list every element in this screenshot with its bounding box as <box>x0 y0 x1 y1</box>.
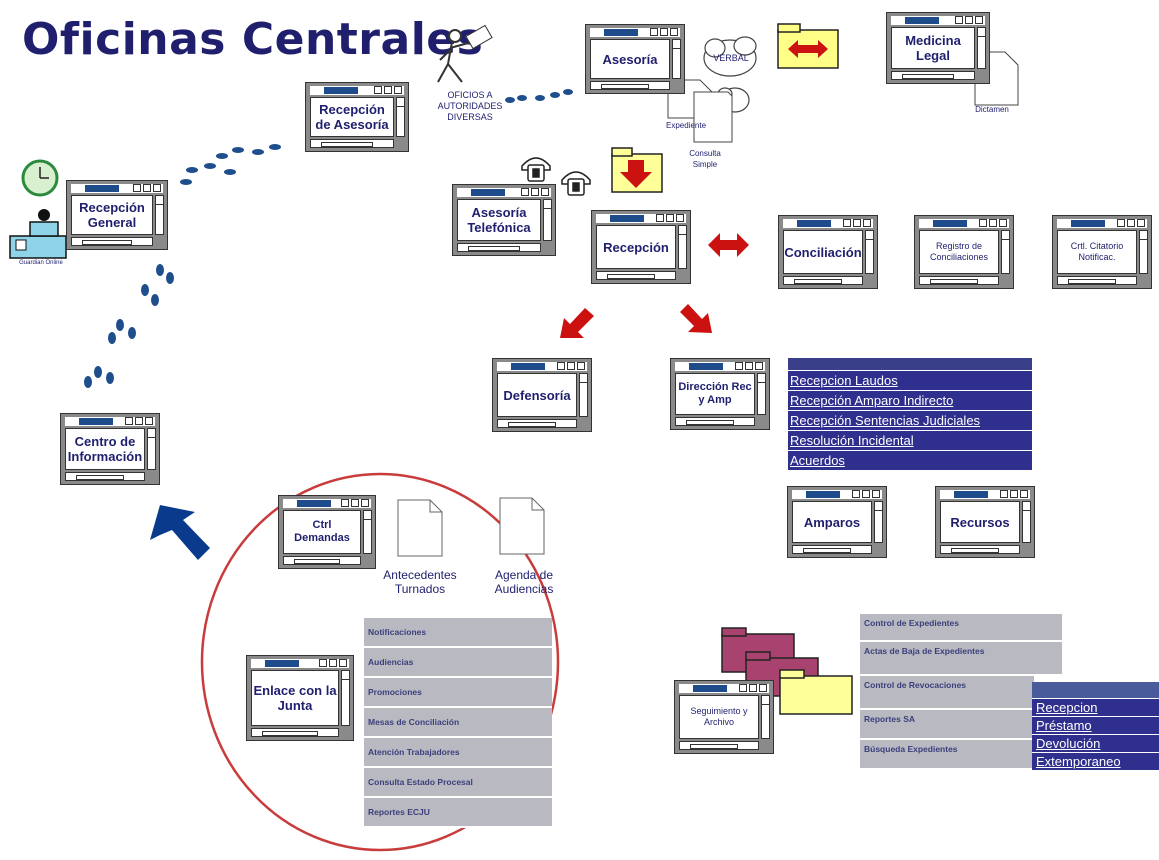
page-title: Oficinas Centrales <box>22 14 484 65</box>
window-conciliacion[interactable]: Conciliación <box>778 215 878 289</box>
window-label: Recepción <box>603 239 669 255</box>
window-label: Registro de Conciliaciones <box>929 241 989 262</box>
window-label: Ctrl Demandas <box>294 519 350 544</box>
red-arrow-icon <box>560 308 594 338</box>
menu-item[interactable]: Extemporaneo <box>1032 752 1159 770</box>
window-medicina-legal[interactable]: Medicina Legal <box>886 12 990 84</box>
window-defensoria[interactable]: Defensoría <box>492 358 592 432</box>
menu-item[interactable]: Devolución <box>1032 734 1159 752</box>
menu-item[interactable]: Reportes ECJU <box>364 798 552 828</box>
window-recepcion[interactable]: Recepción <box>591 210 691 284</box>
window-label: Recepción de Asesoría <box>315 102 389 132</box>
window-label: Defensoría <box>503 387 571 403</box>
red-arrow-icon <box>680 304 712 333</box>
folder-exchange-icon <box>777 23 839 69</box>
menu-item[interactable]: Promociones <box>364 678 552 708</box>
clock-icon <box>21 159 59 197</box>
window-label: Asesoría <box>602 51 658 67</box>
revocaciones-menu: Recepcion Préstamo Devolución Extemporan… <box>1032 682 1159 770</box>
walking-person-icon <box>437 29 473 83</box>
blue-arrow-icon <box>150 505 210 560</box>
window-direccion[interactable]: Dirección Rec y Amp <box>670 358 770 430</box>
dictamen-label: Dictamen <box>975 105 1009 114</box>
window-ctrl-citatorio[interactable]: Crtl. Citatorio Notificac. <box>1052 215 1152 289</box>
window-label: Crtl. Citatorio Notificac. <box>1070 241 1124 262</box>
window-ctrl-demandas[interactable]: Ctrl Demandas <box>278 495 376 569</box>
menu-item[interactable]: Recepcion <box>1032 698 1159 716</box>
double-arrow-icon <box>708 233 749 257</box>
menu-item[interactable]: Control de Expedientes <box>860 614 1062 642</box>
window-label: Conciliación <box>784 244 862 260</box>
window-recursos[interactable]: Recursos <box>935 486 1035 558</box>
window-label: Recursos <box>950 514 1010 530</box>
menu-item[interactable]: Recepción Amparo Indirecto <box>788 391 1032 411</box>
window-enlace-junta[interactable]: Enlace con la Junta <box>246 655 354 741</box>
window-label: Medicina Legal <box>905 33 961 63</box>
menu-item[interactable]: Búsqueda Expedientes <box>860 740 1034 770</box>
footprints-path <box>84 89 573 388</box>
window-centro-informacion[interactable]: Centro de Información <box>60 413 160 485</box>
menu-item[interactable]: Audiencias <box>364 648 552 678</box>
agenda-label: Agenda de Audiencias <box>494 568 554 596</box>
guard-label: Guardian Online <box>19 260 63 266</box>
consulta-simple-label: Consulta Simple <box>689 149 721 169</box>
window-label: Centro de Información <box>67 434 143 464</box>
phone-icon <box>561 171 591 196</box>
window-label: Enlace con la Junta <box>253 683 337 713</box>
menu-item[interactable]: Notificaciones <box>364 618 552 648</box>
menu-item[interactable]: Recepcion Laudos <box>788 371 1032 391</box>
window-amparos[interactable]: Amparos <box>787 486 887 558</box>
oficios-label: OFICIOS A AUTORIDADES DIVERSAS <box>437 90 503 122</box>
menu-item[interactable]: Acuerdos <box>788 451 1032 471</box>
window-label: Recepción General <box>79 200 145 230</box>
window-recepcion-asesoria[interactable]: Recepción de Asesoría <box>305 82 409 152</box>
menu-item[interactable]: Atención Trabajadores <box>364 738 552 768</box>
menu-item[interactable]: Control de Revocaciones <box>860 676 1034 710</box>
menu-item[interactable]: Consulta Estado Procesal <box>364 768 552 798</box>
enlace-circle <box>200 472 560 852</box>
menu-item[interactable]: Mesas de Conciliación <box>364 708 552 738</box>
menu-item[interactable]: Recepción Sentencias Judiciales <box>788 411 1032 431</box>
document-icon <box>397 499 443 557</box>
antecedentes-label: Antecedentes Turnados <box>383 568 457 596</box>
document-icon <box>499 497 545 555</box>
menu-item[interactable]: Resolución Incidental <box>788 431 1032 451</box>
desk-worker-icon <box>9 209 67 259</box>
expediente-label: Expediente <box>665 121 707 130</box>
window-asesoria-telefonica[interactable]: Asesoría Telefónica <box>452 184 556 256</box>
window-label: Amparos <box>803 514 861 530</box>
folder-down-icon <box>611 147 663 193</box>
archivo-menu: Control de Expedientes Actas de Baja de … <box>860 614 1062 770</box>
direccion-menu: Recepcion Laudos Recepción Amparo Indire… <box>788 358 1032 471</box>
menu-item[interactable]: Préstamo <box>1032 716 1159 734</box>
window-label: Dirección Rec y Amp <box>678 381 752 406</box>
envelope-icon <box>465 24 493 50</box>
enlace-menu: Notificaciones Audiencias Promociones Me… <box>364 618 552 828</box>
window-label: Seguimiento y Archivo <box>690 706 748 727</box>
window-registro-conciliaciones[interactable]: Registro de Conciliaciones <box>914 215 1014 289</box>
menu-item[interactable]: Actas de Baja de Expedientes <box>860 642 1062 676</box>
window-asesoria[interactable]: Asesoría <box>585 24 685 94</box>
phone-icon <box>521 157 551 182</box>
menu-item[interactable]: Reportes SA <box>860 710 1034 740</box>
window-seguimiento-archivo[interactable]: Seguimiento y Archivo <box>674 680 774 754</box>
cloud-icon <box>703 36 757 77</box>
window-label: Asesoría Telefónica <box>467 205 531 235</box>
window-recepcion-general[interactable]: Recepción General <box>66 180 168 250</box>
verbal-label: VERBAL <box>713 53 749 63</box>
document-icon <box>667 79 733 143</box>
